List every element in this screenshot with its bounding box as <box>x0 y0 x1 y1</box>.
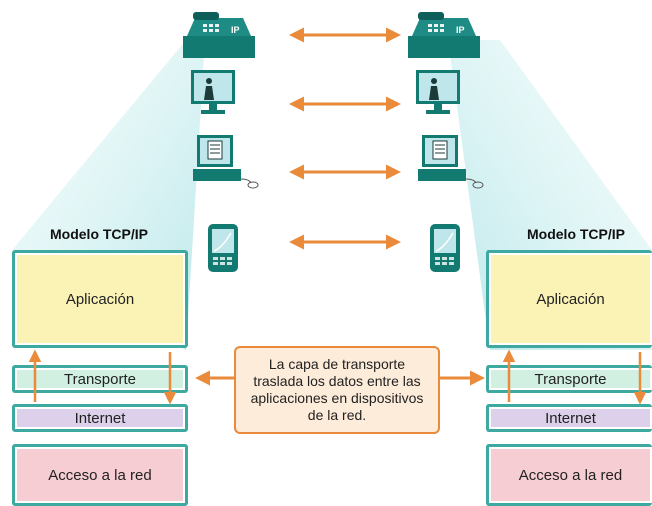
right-transport-layer: Transporte <box>486 365 652 393</box>
ip-phone-icon: IP <box>408 12 480 58</box>
transport-callout: La capa de transporte traslada los datos… <box>234 346 440 434</box>
right-internet-layer: Internet <box>486 404 652 432</box>
left-internet-layer: Internet <box>12 404 188 432</box>
phone-badge-right: IP <box>456 25 465 35</box>
phone-badge-left: IP <box>231 25 240 35</box>
device-arrows <box>289 27 401 250</box>
smartphone-icon <box>208 224 238 272</box>
left-access-layer: Acceso a la red <box>12 444 188 506</box>
smartphone-icon <box>430 224 460 272</box>
right-application-layer: Aplicación <box>486 250 652 348</box>
right-access-layer: Acceso a la red <box>486 444 652 506</box>
left-application-layer: Aplicación <box>12 250 188 348</box>
left-model-title: Modelo TCP/IP <box>50 226 148 242</box>
video-monitor-icon <box>191 70 235 114</box>
ip-phone-icon: IP <box>183 12 255 58</box>
desktop-computer-icon <box>193 135 259 189</box>
right-model-title: Modelo TCP/IP <box>527 226 625 242</box>
desktop-computer-icon <box>418 135 484 189</box>
left-transport-layer: Transporte <box>12 365 188 393</box>
video-monitor-icon <box>416 70 460 114</box>
